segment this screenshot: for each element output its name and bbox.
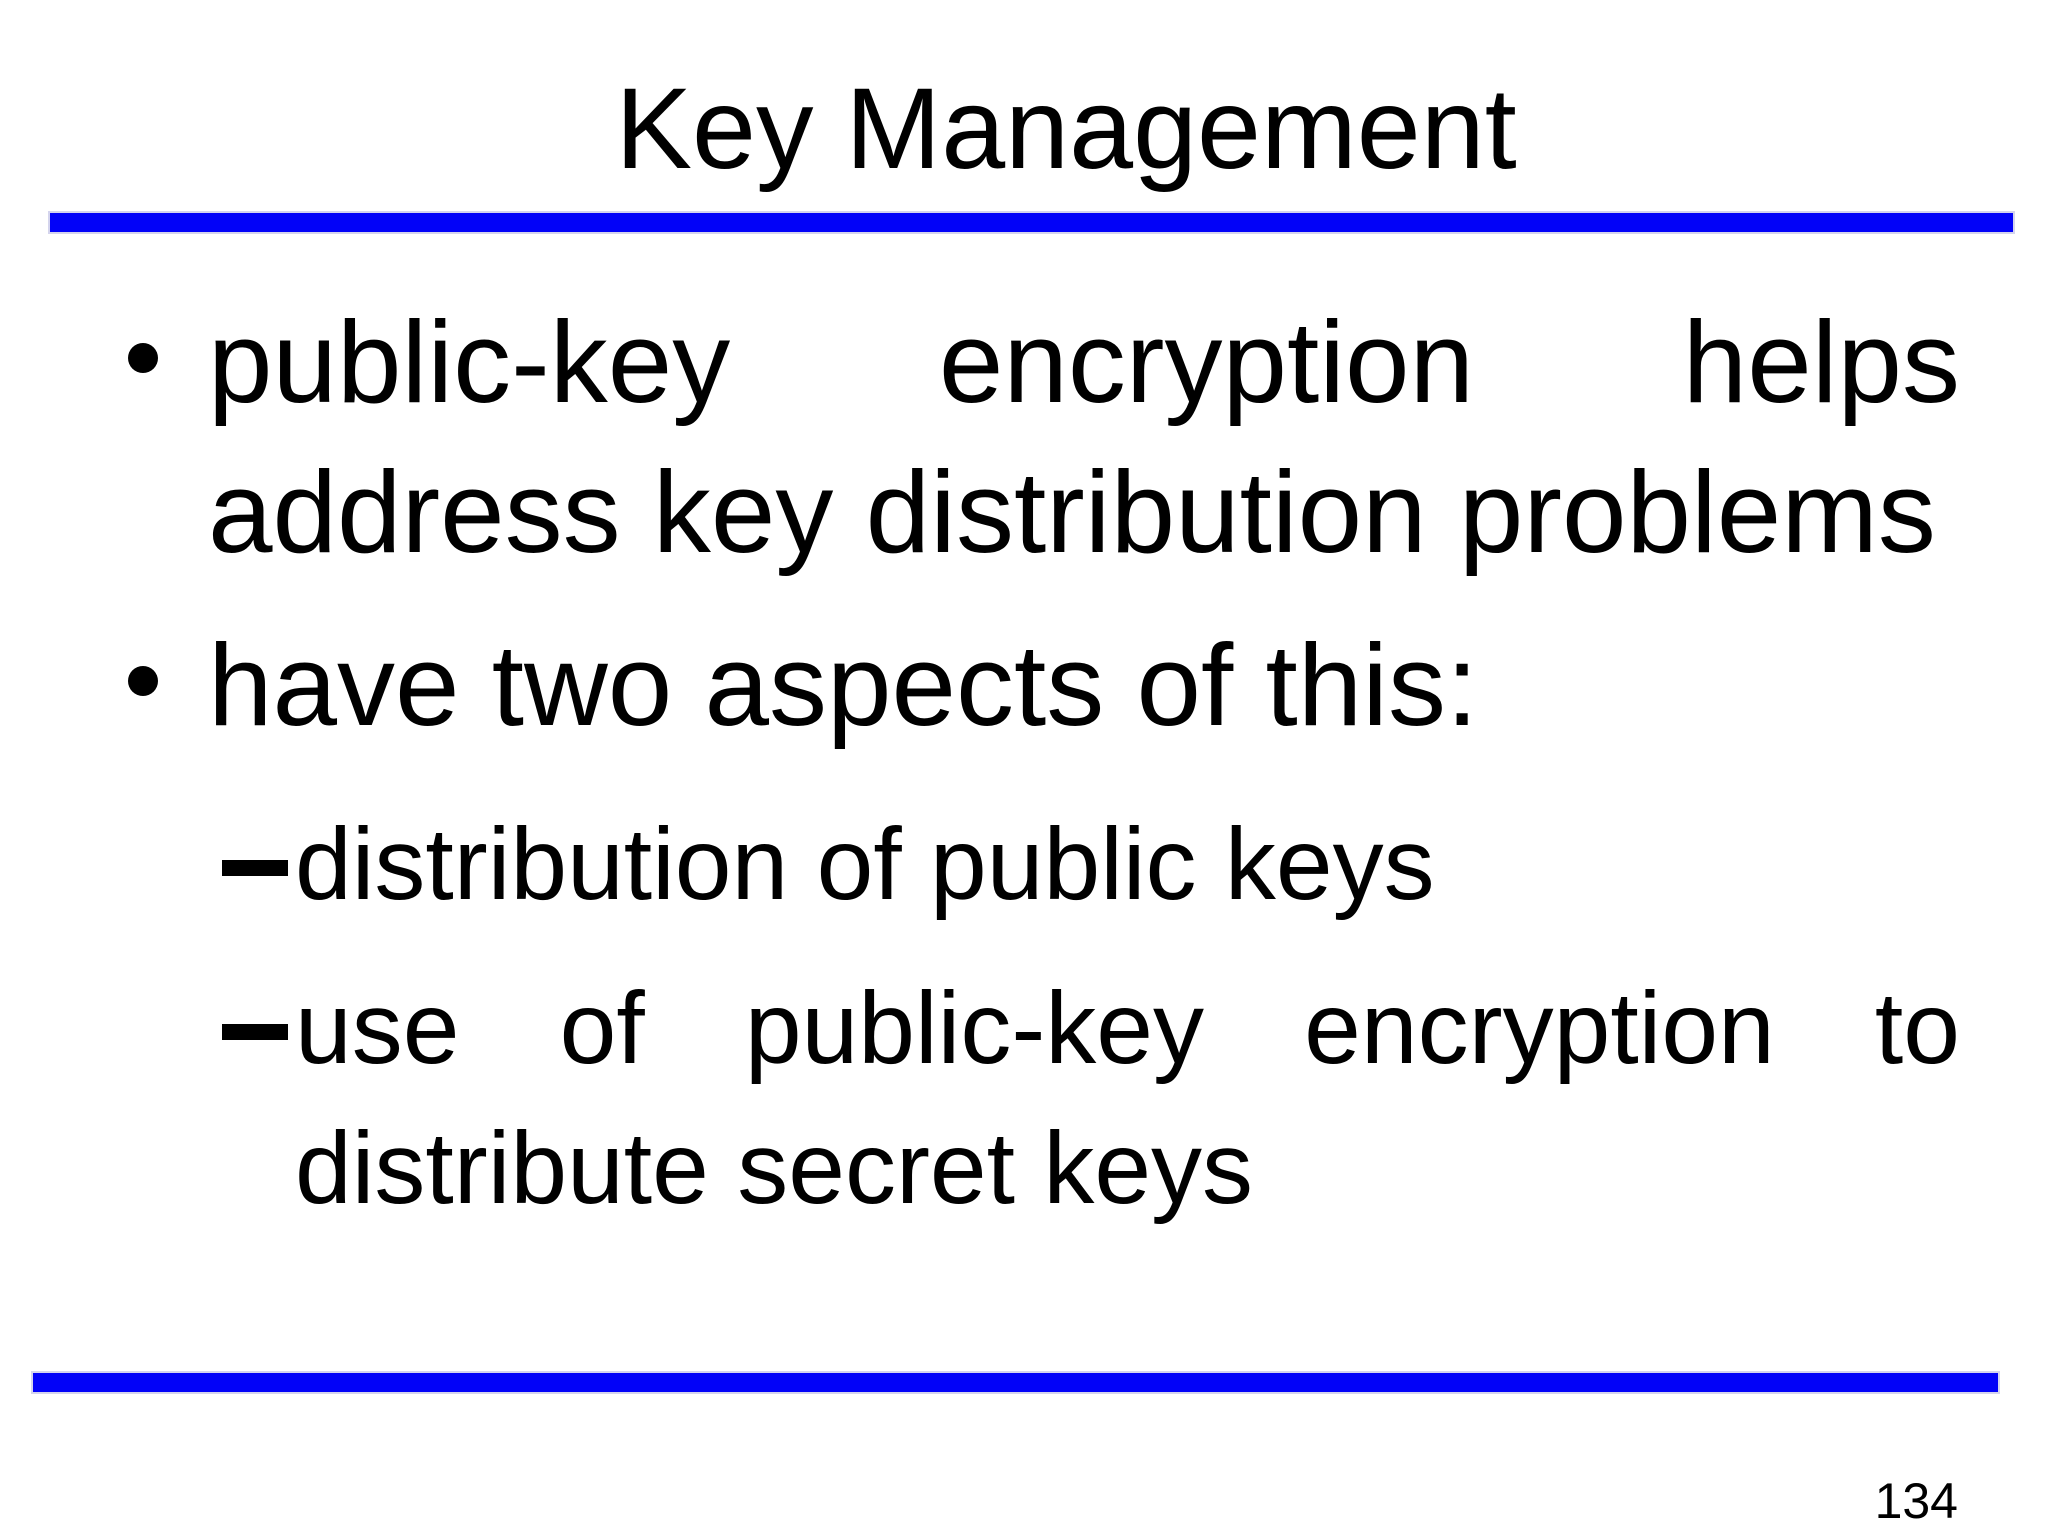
bottom-divider (33, 1373, 1998, 1392)
bullet-line: use of public-key encryption to (295, 971, 1960, 1085)
page-number: 134 (1874, 1473, 1958, 1529)
bullet-line: distribute secret keys (295, 1111, 1254, 1225)
bullet-item: have two aspects of this: (128, 610, 1960, 760)
dash-icon (222, 860, 288, 876)
bullet-item: public-key encryption helps address key … (128, 287, 1960, 587)
bullet-line: public-key encryption helps (208, 297, 1960, 427)
dash-icon (222, 1024, 288, 1040)
bullet-line: distribution of public keys (295, 807, 1435, 921)
bullet-dot-icon (128, 343, 158, 373)
sub-bullet-item: distribution of public keys (222, 794, 1960, 934)
bullet-line: have two aspects of this: (208, 620, 1479, 750)
slide-title: Key Management (615, 65, 1517, 193)
top-divider (50, 213, 2013, 232)
bullet-line: address key distribution problems (208, 447, 1936, 577)
sub-bullet-item: use of public-key encryption to distribu… (222, 958, 1960, 1238)
bullet-dot-icon (128, 666, 158, 696)
